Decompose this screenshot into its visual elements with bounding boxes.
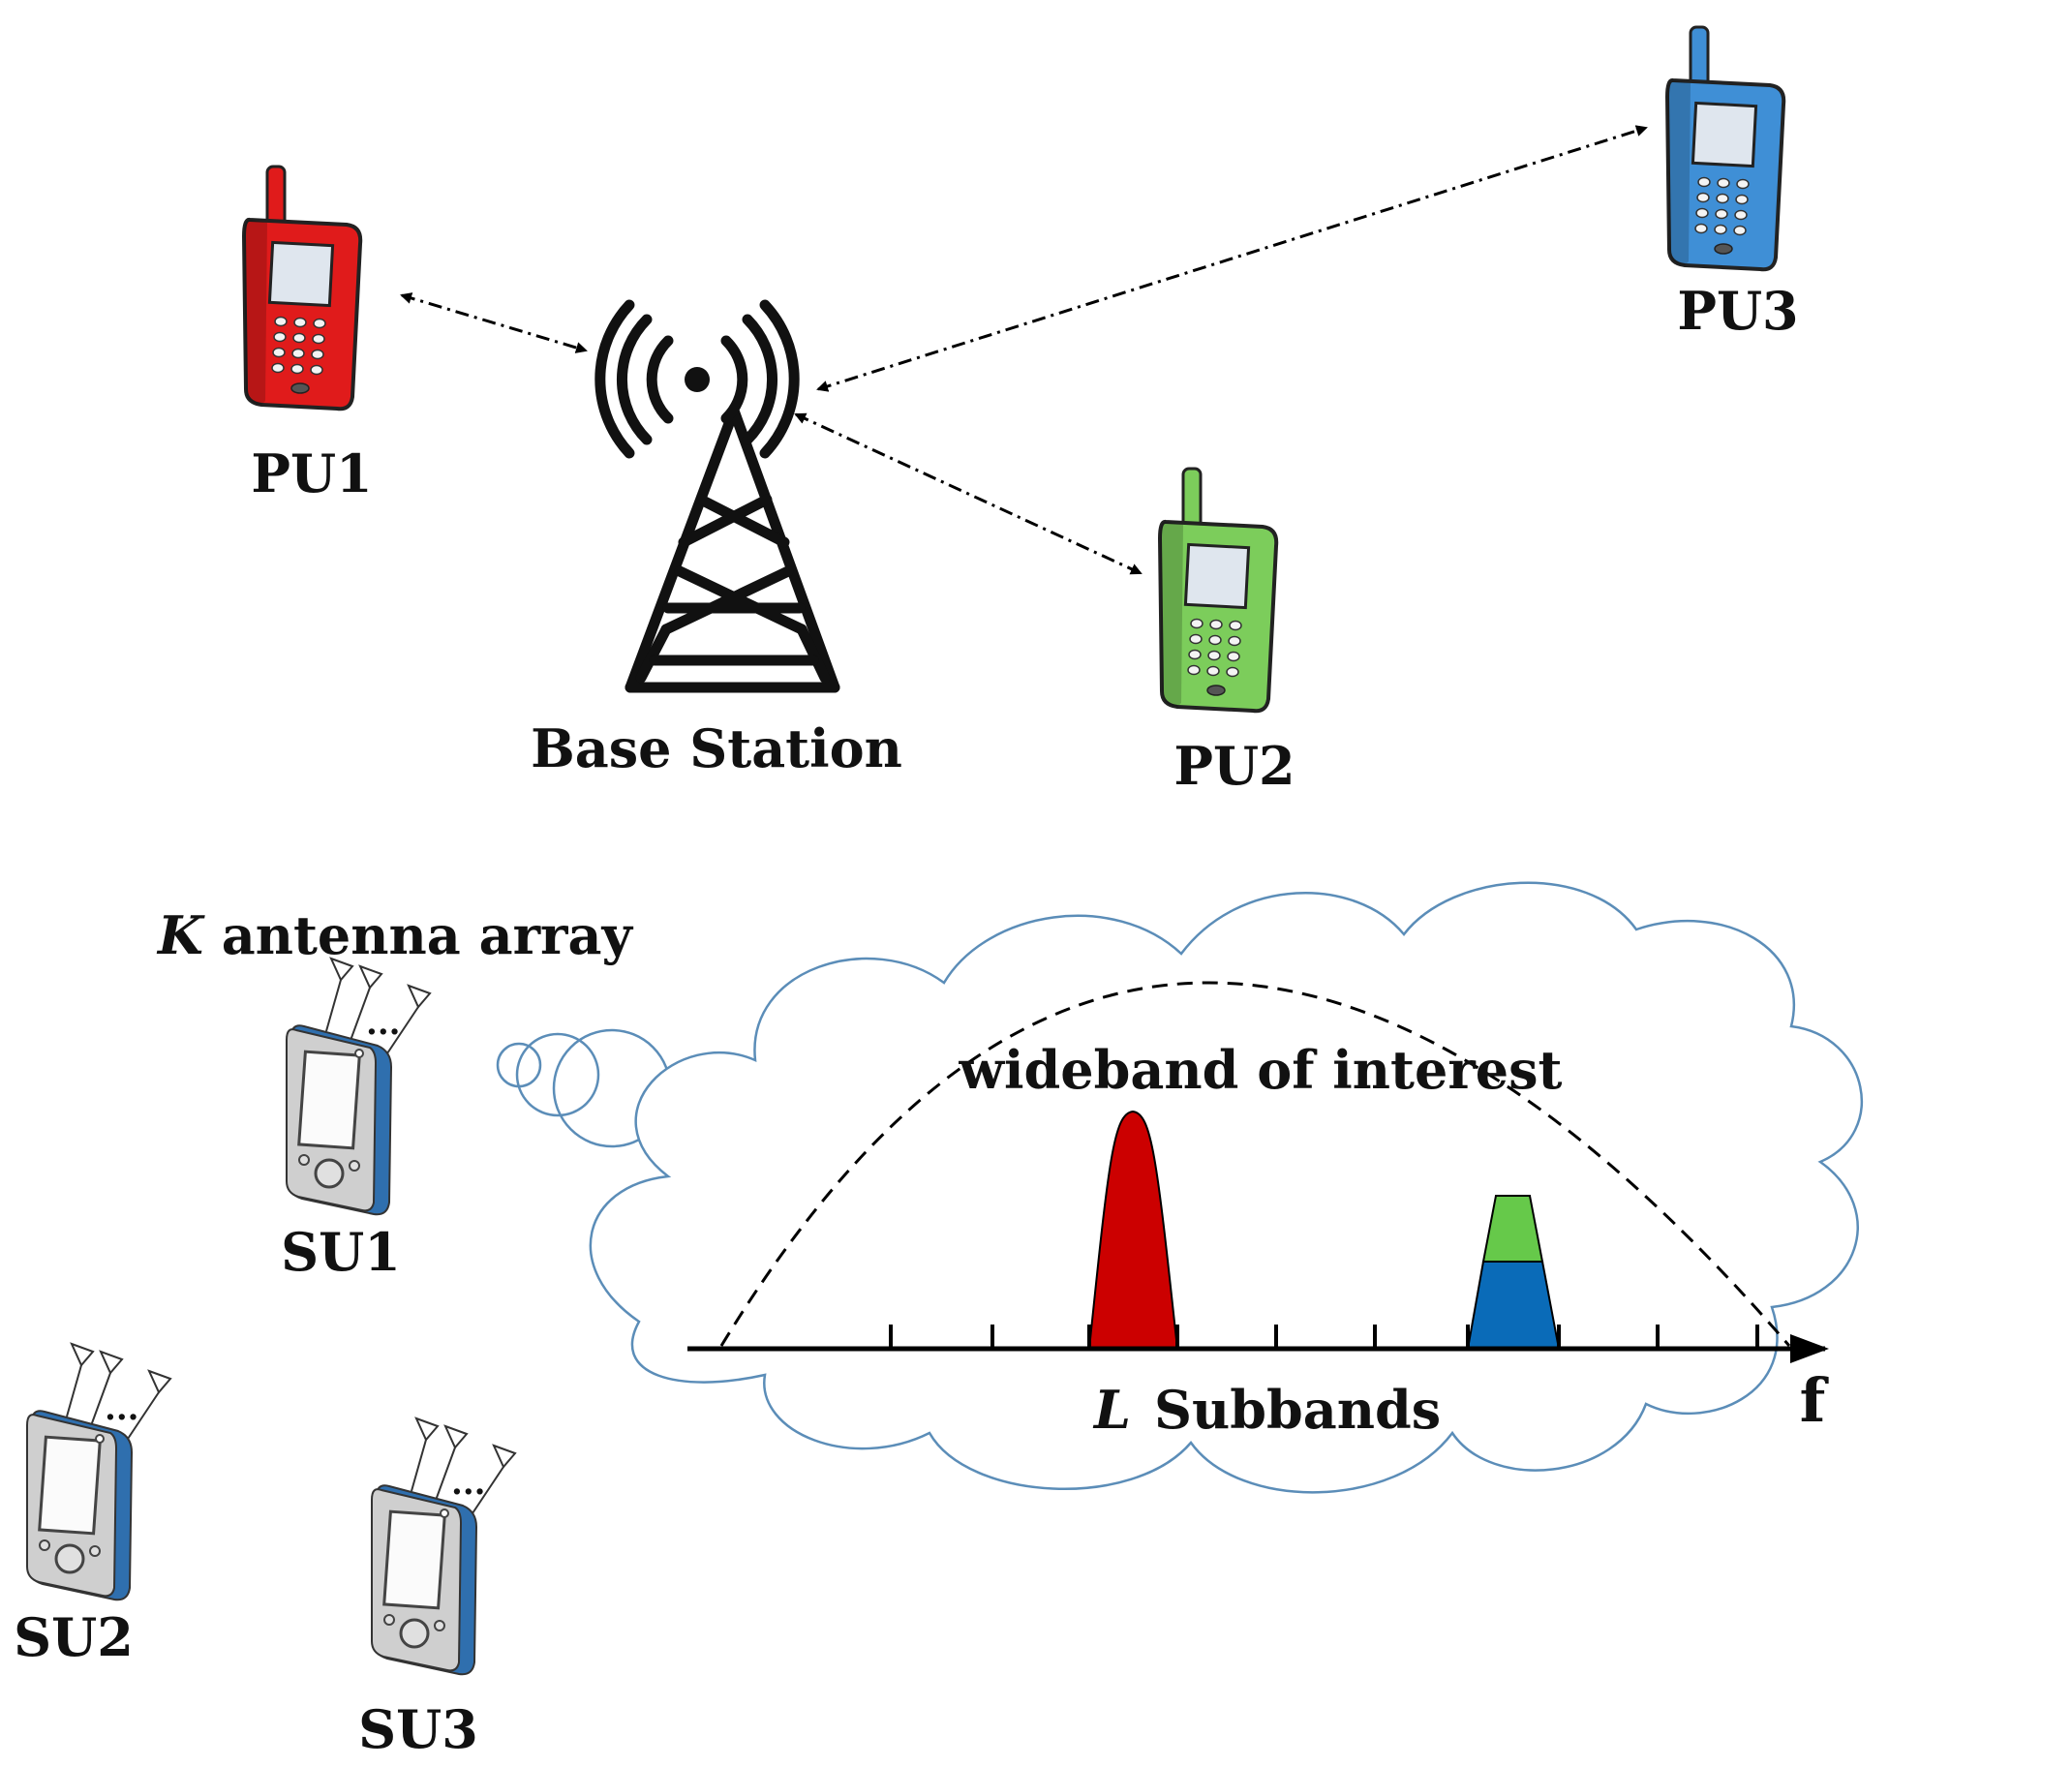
- antenna-array-label: K antenna array: [156, 904, 633, 966]
- su2-label: SU2: [14, 1606, 134, 1668]
- wideband-envelope: [719, 981, 1791, 1347]
- pu2-label: PU2: [1173, 735, 1295, 797]
- wideband-label: wideband of interest: [959, 1039, 1563, 1101]
- pu1-label: PU1: [251, 442, 372, 504]
- pu1-phone-icon: [242, 165, 363, 411]
- subbands-count-symbol: L: [1092, 1379, 1131, 1441]
- su1-label: SU1: [281, 1221, 401, 1283]
- antenna-array-text: antenna array: [203, 904, 634, 966]
- frequency-axis-label: f: [1800, 1365, 1829, 1436]
- link-bs-pu2: [794, 412, 1143, 575]
- subband-ticks: [889, 1325, 1759, 1349]
- pu3-phone-icon: [1665, 25, 1786, 272]
- su1-antenna-ellipsis: ...: [366, 1004, 401, 1043]
- pu3-label: PU3: [1677, 280, 1798, 342]
- pu2-phone-icon: [1158, 467, 1279, 714]
- su3-device-icon: [370, 1417, 517, 1676]
- su3-antenna-ellipsis: ...: [451, 1464, 486, 1503]
- antenna-count-symbol: K: [156, 904, 205, 966]
- pu1-band: [1087, 1110, 1179, 1350]
- cell-tower-icon: [594, 299, 840, 693]
- pu2-band: [1481, 1195, 1544, 1263]
- link-bs-pu3: [816, 125, 1648, 392]
- subbands-text: Subbands: [1154, 1379, 1441, 1441]
- link-pu1-bs: [400, 292, 588, 353]
- su2-antenna-ellipsis: ...: [105, 1389, 139, 1428]
- subbands-label: L Subbands: [1092, 1379, 1441, 1441]
- base-station-label: Base Station: [531, 717, 902, 779]
- su3-label: SU3: [358, 1698, 478, 1760]
- su2-device-icon: [25, 1342, 172, 1601]
- pu3-band: [1466, 1261, 1561, 1350]
- su1-device-icon: [285, 957, 432, 1216]
- link-lines: [400, 125, 1648, 575]
